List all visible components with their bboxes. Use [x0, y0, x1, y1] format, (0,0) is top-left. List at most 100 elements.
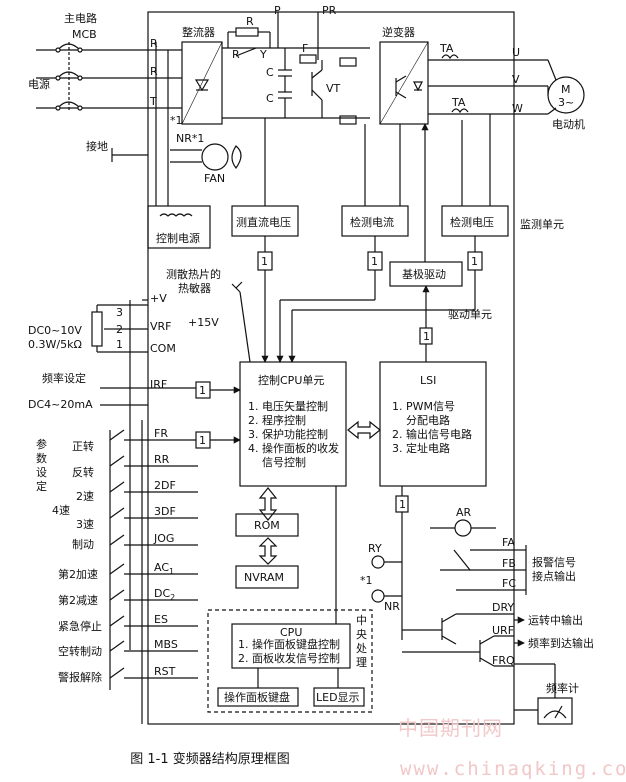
lsi-title: LSI: [420, 374, 436, 387]
inverter-enclosure: [147, 11, 515, 725]
input-switches: [109, 429, 148, 690]
cpu-item-1: 1. 电压矢量控制: [248, 399, 328, 413]
cpu-title: 控制CPU单元: [258, 373, 324, 387]
nvram-block: [235, 565, 299, 589]
decel2-label: 第2减速: [58, 593, 98, 607]
base-drive-label: 基极驱动: [402, 267, 446, 281]
terminal-v: V: [512, 73, 520, 86]
star1-nr: *1: [360, 574, 373, 587]
detect-voltage-label: 检测电压: [450, 215, 494, 229]
star1-label: *1: [170, 114, 183, 127]
irf-label: IRF: [150, 378, 167, 391]
opto-lsi: 1: [399, 498, 406, 511]
opto-irf: 1: [199, 384, 206, 397]
terminal-3df: 3DF: [154, 505, 176, 518]
capacitor-label-1: C: [266, 66, 274, 79]
control-cpu-block: [239, 361, 347, 487]
rom-block: [235, 513, 299, 537]
alarm-output-label-1: 报警信号: [532, 555, 576, 569]
cpu-item-4a: 4. 操作面板的收发: [248, 441, 339, 455]
pot-1: 1: [116, 338, 123, 351]
capacitor-label-2: C: [266, 92, 274, 105]
lsi-item-2: 2. 输出信号电路: [392, 427, 472, 441]
nr-star-label: NR*1: [176, 132, 204, 145]
vrf-label: VRF: [150, 320, 172, 333]
terminal-es: ES: [154, 613, 168, 626]
rectifier-block: [181, 41, 223, 125]
cpu2-item-2: 2. 面板收发信号控制: [238, 651, 340, 665]
brake-label: 制动: [72, 538, 94, 551]
fan-label: FAN: [204, 172, 225, 185]
dc-voltage-label: 测直流电压: [236, 215, 291, 229]
estop-label: 紧急停止: [58, 619, 102, 633]
terminal-jog: JOG: [153, 532, 174, 545]
inverter-block: [379, 41, 429, 125]
speed4-label: 4速: [52, 504, 70, 517]
control-power-block: [147, 205, 211, 249]
terminal-ac1: AC1: [154, 561, 174, 576]
plus-15v-label: +15V: [188, 316, 219, 329]
params-label-1: 参: [36, 437, 47, 451]
dc-power-label: 0.3W/5kΩ: [28, 338, 82, 351]
speed3-label: 3速: [76, 518, 94, 531]
coast-label: 空转制动: [58, 644, 102, 658]
control-power-label: 控制电源: [156, 231, 200, 245]
nr-label: NR: [384, 600, 400, 613]
led-label: LED显示: [316, 691, 360, 704]
params-label-2: 数: [36, 452, 47, 465]
terminal-pr: PR: [322, 4, 337, 17]
pot-3: 3: [116, 306, 123, 319]
cpu-item-2: 2. 程序控制: [248, 413, 306, 427]
terminal-fr: FR: [154, 427, 168, 440]
monitor-unit-label: 监测单元: [520, 218, 564, 231]
heatsink-label-2: 热敏器: [178, 281, 211, 295]
params-label-4: 定: [36, 479, 47, 493]
heatsink-label-1: 测散热片的: [166, 267, 221, 281]
power-supply-label: 电源: [28, 77, 50, 91]
resistor-r-label: R: [246, 15, 254, 28]
terminal-s: R: [150, 65, 158, 78]
led-display-block: [313, 687, 365, 707]
terminal-mbs: MBS: [154, 638, 178, 651]
params-label-3: 设: [36, 466, 47, 479]
terminal-rr: RR: [154, 453, 170, 466]
ar-label: AR: [456, 506, 472, 519]
cpu2-title: CPU: [280, 626, 302, 639]
lsi-item-1b: 分配电路: [406, 414, 450, 427]
figure-caption: 图 1-1 变频器结构原理框图: [130, 752, 290, 767]
terminal-fc: FC: [502, 577, 516, 590]
inverter-label: 逆变器: [382, 25, 415, 39]
motor-label: 电动机: [552, 117, 585, 131]
main-circuit-label: 主电路: [64, 12, 97, 25]
keypad-label: 操作面板键盘: [224, 690, 290, 704]
motor-m: M: [561, 83, 571, 96]
terminal-fa: FA: [502, 536, 515, 549]
terminal-p: P: [274, 4, 281, 17]
ar-relay-coil: [454, 519, 472, 537]
alarm-reset-label: 警报解除: [58, 670, 102, 684]
terminal-fb: FB: [502, 557, 516, 570]
terminal-w: W: [512, 102, 523, 115]
cpu-item-3: 3. 保护功能控制: [248, 427, 328, 441]
drive-unit-label: 驱动单元: [448, 308, 492, 321]
ground-label: 接地: [86, 140, 108, 153]
nr-indicator: [371, 589, 385, 603]
alarm-output-label-2: 接点输出: [532, 569, 576, 583]
opto-3: 1: [471, 255, 478, 268]
pot-2: 2: [116, 323, 123, 336]
lsi-item-1a: 1. PWM信号: [392, 400, 455, 413]
nvram-label: NVRAM: [244, 571, 284, 584]
fan-icon: [201, 143, 229, 171]
ry-label: RY: [368, 542, 382, 555]
terminal-urf: URF: [492, 624, 514, 637]
opto-4: 1: [423, 330, 430, 343]
watermark-cn: 中国期刊网: [398, 716, 503, 740]
accel2-label: 第2加速: [58, 567, 98, 581]
terminal-2df: 2DF: [154, 479, 176, 492]
freq-setting-label: 频率设定: [42, 371, 86, 385]
ta-label-1: TA: [439, 42, 454, 55]
dc-current-label: DC4~20mA: [28, 398, 93, 411]
reverse-label: 反转: [72, 465, 94, 479]
cpu2-item-1: 1. 操作面板键盘控制: [238, 637, 340, 651]
